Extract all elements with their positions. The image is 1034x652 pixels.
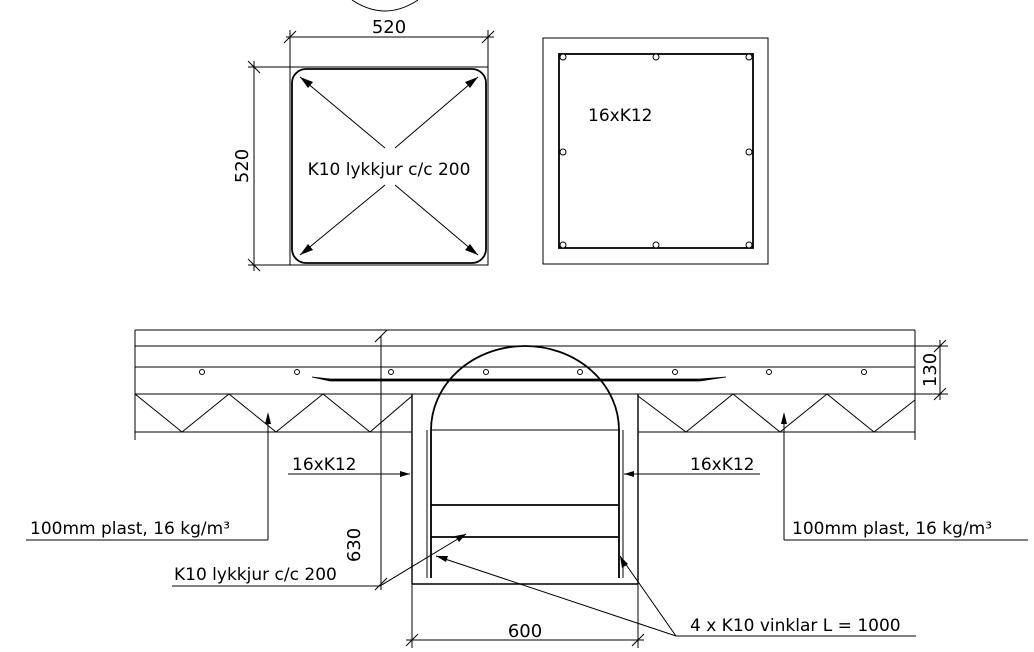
column-outline — [542, 37, 769, 265]
rebar-dot — [559, 53, 567, 61]
dim-tick — [374, 577, 388, 591]
dim-tick — [283, 30, 297, 44]
rebar-dot — [745, 148, 753, 156]
rebar-dot — [559, 148, 567, 156]
dim-tick — [405, 633, 419, 647]
stirrup-outline — [558, 53, 754, 249]
leader — [619, 555, 677, 637]
arrowhead — [620, 556, 628, 568]
dim-tick — [247, 258, 261, 272]
arrowhead — [465, 77, 478, 88]
diagonal-arrow — [394, 76, 479, 149]
stirrup-label: K10 lykkjur c/c 200 — [308, 160, 471, 180]
height-dimension: 520 — [232, 149, 253, 183]
rebar-dot — [652, 241, 660, 249]
rebar-dot — [483, 369, 489, 375]
rebar-dot — [559, 241, 567, 249]
detail-b: 16xK12 — [542, 37, 769, 265]
arrowhead — [624, 471, 634, 477]
arrowhead — [300, 77, 313, 88]
rebar-dot — [294, 369, 300, 375]
rebar-dot — [388, 369, 394, 375]
column-outline — [289, 66, 489, 266]
beam-stirrup — [430, 345, 620, 578]
arrowhead — [465, 244, 478, 255]
dim-tick — [933, 339, 947, 353]
dim-tick — [933, 387, 947, 401]
detail-a: K10 lykkjur c/c 200 520 520 — [232, 17, 495, 272]
rebar-dot — [766, 369, 772, 375]
rebar-dot — [652, 53, 660, 61]
diagonal-arrow — [394, 184, 479, 256]
stirrups-label: K10 lykkjur c/c 200 — [174, 565, 337, 585]
dim-tick — [247, 60, 261, 74]
arrowhead — [400, 471, 410, 477]
insulation-zigzag-right — [637, 393, 916, 433]
rebar-dot — [672, 369, 678, 375]
detail-bubble — [351, 0, 419, 12]
rebar-right-label: 16xK12 — [690, 455, 754, 475]
arrowhead — [455, 534, 466, 542]
rebar-label: 16xK12 — [588, 106, 652, 126]
insulation-left-label: 100mm plast, 16 kg/m³ — [30, 519, 230, 539]
dim-tick — [631, 633, 645, 647]
rebar-dot — [577, 369, 583, 375]
leader — [435, 555, 677, 637]
beam-depth-dimension: 630 — [344, 528, 365, 562]
dim-tick — [374, 329, 388, 343]
slab-thickness-dimension: 130 — [920, 353, 941, 387]
rebar-dot — [861, 369, 867, 375]
diagonal-arrow — [299, 76, 386, 149]
rebar-dot — [745, 53, 753, 61]
beam-width-dimension: 600 — [508, 621, 542, 642]
slab-bar — [311, 376, 727, 382]
arrowhead — [300, 244, 313, 255]
leader — [379, 533, 467, 587]
arrowhead — [265, 412, 271, 424]
width-dimension: 520 — [372, 17, 406, 38]
dim-tick — [481, 30, 495, 44]
arrowhead — [436, 556, 448, 562]
rebar-left-label: 16xK12 — [292, 455, 356, 475]
rebar-dot — [745, 241, 753, 249]
section: 630 130 600 16xK12 16xK12 100mm plast, 1… — [26, 329, 1028, 648]
arrowhead — [781, 412, 787, 424]
angles-label: 4 x K10 vinklar L = 1000 — [690, 616, 901, 636]
stirrup-outline — [291, 68, 487, 264]
rebar-dot — [199, 369, 205, 375]
insulation-zigzag-left — [134, 393, 413, 433]
insulation-right-label: 100mm plast, 16 kg/m³ — [792, 519, 992, 539]
diagonal-arrow — [299, 184, 386, 256]
